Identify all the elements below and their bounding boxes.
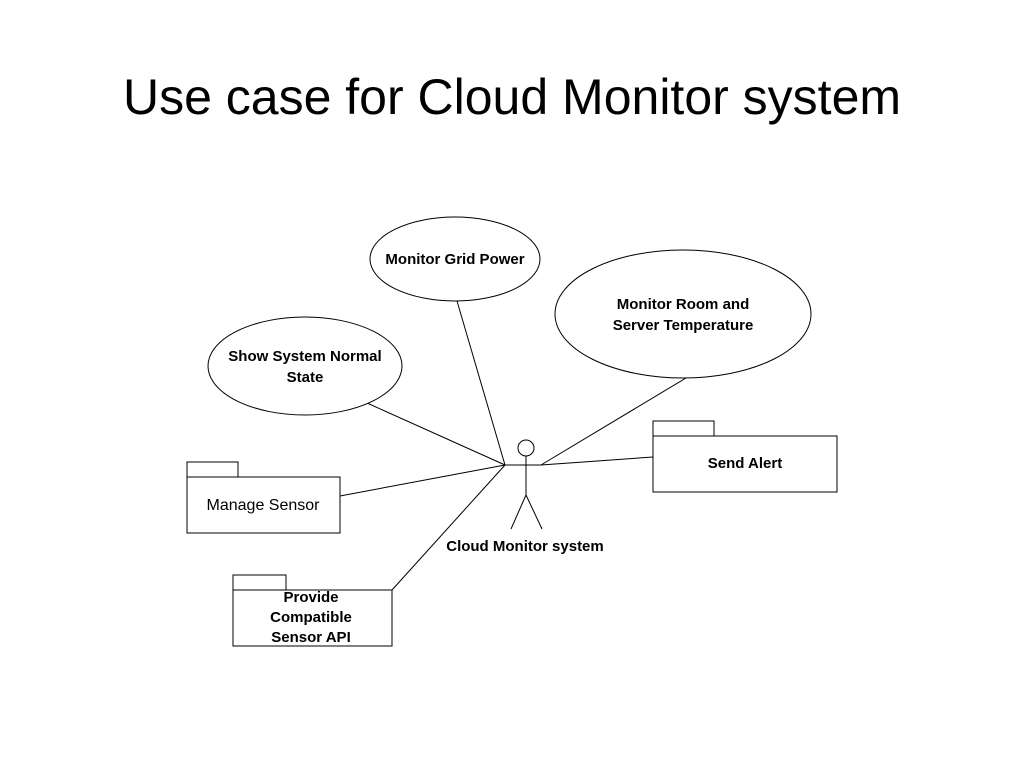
associations [339,300,687,591]
association-monitor-room-temperature [540,377,687,466]
package-manage-sensor: Manage Sensor [186,461,341,534]
actor-icon [505,439,543,530]
association-provide-sensor-api [391,464,506,591]
use-case-label-line-2: Server Temperature [613,317,754,334]
use-case-label-line-1: Show System Normal [228,348,381,365]
use-case-label: Monitor Grid Power [385,251,524,268]
use-case-label-line-1: Monitor Room and [617,296,749,313]
use-case-monitor-grid-power: Monitor Grid Power [369,216,541,302]
package-provide-sensor-api: Provide Compatible Sensor API [232,574,393,647]
association-manage-sensor [339,464,506,497]
package-label: Manage Sensor [207,497,321,514]
package-label-line-2: Compatible [270,609,352,626]
actor-label: Cloud Monitor system [446,538,604,555]
use-case-label-line-2: State [287,369,324,386]
actor-cloud-monitor-system: Cloud Monitor system [446,439,604,555]
package-label-line-1: Provide [283,589,338,606]
association-show-system-normal-state [366,402,506,466]
association-send-alert [540,456,654,466]
use-case-show-system-normal-state: Show System Normal State [207,316,403,416]
association-monitor-grid-power [456,300,506,466]
slide-title: Use case for Cloud Monitor system [122,69,902,125]
package-send-alert: Send Alert [652,420,838,493]
use-case-monitor-room-temperature: Monitor Room and Server Temperature [554,249,812,379]
package-label: Send Alert [708,455,782,472]
package-label-line-3: Sensor API [271,629,350,646]
